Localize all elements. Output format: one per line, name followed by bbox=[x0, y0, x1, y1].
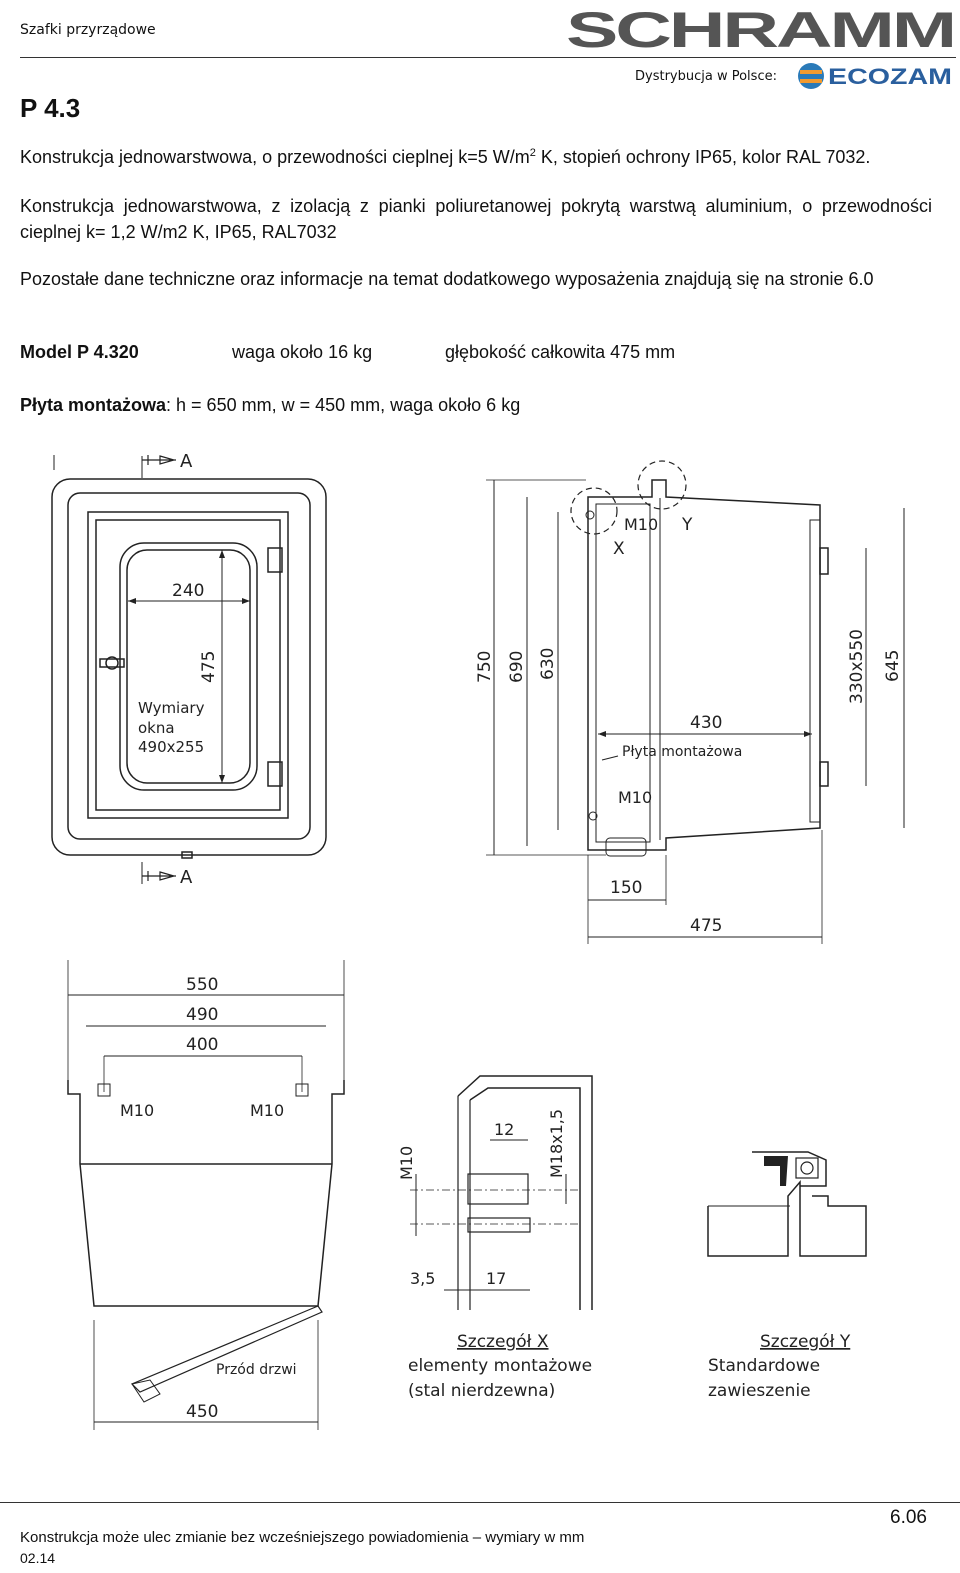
dim-550: 550 bbox=[186, 975, 218, 995]
description-1: Konstrukcja jednowarstwowa, o przewodnoś… bbox=[20, 147, 871, 167]
dim-150: 150 bbox=[610, 878, 642, 898]
section-a-top: A bbox=[180, 451, 193, 472]
label-m10-top: M10 bbox=[624, 515, 658, 534]
description-3: Pozostałe dane techniczne oraz informacj… bbox=[20, 269, 874, 289]
page-number: 6.06 bbox=[890, 1507, 927, 1528]
mounting-plate-spec: Płyta montażowa: h = 650 mm, w = 450 mm,… bbox=[20, 395, 521, 415]
front-view: A A 240 475 Wymiary okna 490x255 bbox=[51, 451, 327, 888]
dim-450: 450 bbox=[186, 1402, 218, 1422]
description-2: Konstrukcja jednowarstwowa, z izolacją z… bbox=[20, 196, 932, 242]
label-mounting-plate: Płyta montażowa bbox=[622, 744, 742, 760]
label-detail-x: X bbox=[613, 539, 625, 559]
model-weight: waga około 16 kg bbox=[232, 342, 373, 362]
dim-690: 690 bbox=[507, 651, 527, 683]
footer-date: 02.14 bbox=[20, 1550, 56, 1566]
label-m10-bottom: M10 bbox=[618, 788, 652, 807]
schramm-logo: SCHRAMM bbox=[566, 2, 954, 58]
dim-330x550: 330x550 bbox=[847, 629, 867, 704]
product-code: P 4.3 bbox=[20, 93, 81, 123]
header-rule bbox=[20, 57, 956, 58]
dim-window-height: 475 bbox=[199, 651, 219, 683]
detail-x-line1: elementy montażowe bbox=[408, 1356, 592, 1376]
detail-x-dim-3-5: 3,5 bbox=[410, 1269, 435, 1288]
dim-750: 750 bbox=[475, 651, 495, 683]
detail-y-line1: Standardowe bbox=[708, 1356, 820, 1376]
ecozam-logo-mark bbox=[798, 63, 824, 89]
detail-y-line2: zawieszenie bbox=[708, 1381, 811, 1401]
detail-x-title: Szczegół X bbox=[457, 1332, 549, 1352]
label-door-front: Przód drzwi bbox=[216, 1362, 297, 1378]
detail-y-title: Szczegół Y bbox=[760, 1332, 851, 1352]
model-label: Model P 4.320 bbox=[20, 342, 139, 362]
ecozam-logo-text: ECOZAM bbox=[828, 64, 952, 89]
technical-drawing: A A 240 475 Wymiary okna 490x255 M10 X Y bbox=[51, 451, 905, 1430]
window-note-2: okna bbox=[138, 719, 175, 737]
dim-475: 475 bbox=[690, 916, 722, 936]
detail-x-drawing: M10 12 M18x1,5 3,5 17 Szczegół X element… bbox=[397, 1075, 593, 1401]
dim-645: 645 bbox=[883, 650, 903, 682]
section-a-bottom: A bbox=[180, 867, 193, 888]
footer-rule bbox=[0, 1502, 960, 1503]
dim-490: 490 bbox=[186, 1005, 218, 1025]
label-top-m10-left: M10 bbox=[120, 1101, 154, 1120]
detail-x-m18: M18x1,5 bbox=[547, 1109, 566, 1178]
dim-630: 630 bbox=[538, 648, 558, 680]
window-note-3: 490x255 bbox=[138, 738, 204, 756]
side-view: M10 X Y 750 690 630 330x550 645 430 Płyt… bbox=[475, 460, 905, 944]
label-detail-y: Y bbox=[681, 515, 693, 535]
top-view: 550 490 400 M10 M10 Przód drzwi 450 bbox=[67, 960, 345, 1430]
model-depth: głębokość całkowita 475 mm bbox=[445, 342, 676, 362]
window-note-1: Wymiary bbox=[138, 699, 205, 717]
header-category: Szafki przyrządowe bbox=[20, 22, 156, 38]
detail-x-line2: (stal nierdzewna) bbox=[408, 1381, 555, 1401]
label-top-m10-right: M10 bbox=[250, 1101, 284, 1120]
dim-400: 400 bbox=[186, 1035, 218, 1055]
detail-x-dim-12: 12 bbox=[494, 1120, 514, 1139]
distribution-label: Dystrybucja w Polsce: bbox=[635, 69, 777, 84]
detail-y-drawing: Szczegół Y Standardowe zawieszenie bbox=[707, 1151, 867, 1401]
dim-window-width: 240 bbox=[172, 581, 204, 601]
detail-x-dim-17: 17 bbox=[486, 1269, 506, 1288]
footer-note: Konstrukcja może ulec zmianie bez wcześn… bbox=[20, 1529, 585, 1546]
detail-x-m10: M10 bbox=[397, 1146, 416, 1180]
dim-430: 430 bbox=[690, 713, 722, 733]
header-logos: SCHRAMM ECOZAM bbox=[566, 2, 956, 89]
